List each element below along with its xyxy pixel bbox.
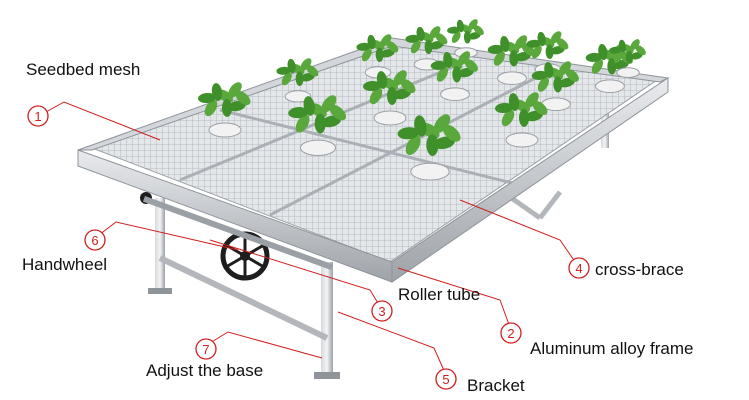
seedbed-table [77, 37, 670, 283]
leader-line-5 [337, 311, 447, 376]
plants [198, 19, 646, 181]
leader-line-7 [204, 331, 323, 359]
callout-6: 6 [84, 229, 106, 251]
bracket-lower-rail [158, 255, 329, 341]
aluminum-frame-back [77, 37, 670, 151]
callout-7: 7 [195, 338, 217, 360]
label-handwheel: Handwheel [22, 255, 108, 274]
handwheel-spoke [225, 243, 265, 269]
base-plate-left [148, 288, 172, 294]
callout-number-1: 1 [34, 109, 41, 124]
label-aluminum-frame: Aluminum alloy frame [530, 339, 694, 358]
label-cross-brace: cross-brace [595, 260, 684, 279]
potted-plant [405, 26, 448, 71]
leader-line-2 [397, 267, 512, 331]
leader-line-1 [45, 101, 161, 141]
cross-brace-c [219, 108, 521, 187]
base-plate-mid [314, 372, 340, 379]
callout-4: 4 [568, 257, 590, 279]
potted-plant [397, 114, 461, 181]
potted-plant [276, 58, 319, 103]
label-roller-tube: Roller tube [398, 285, 481, 304]
label-seedbed-mesh: Seedbed mesh [26, 60, 141, 79]
callout-5: 5 [435, 368, 457, 390]
potted-plant [430, 51, 478, 101]
bracket-diagonal-right-2 [538, 190, 562, 220]
callout-number-7: 7 [202, 342, 209, 357]
callout-number-5: 5 [442, 372, 449, 387]
leader-line-4 [459, 199, 579, 267]
callout-number-6: 6 [91, 233, 98, 248]
potted-plant [487, 35, 535, 85]
leader-lines [45, 101, 579, 376]
callout-1: 1 [27, 105, 49, 127]
label-adjust-base: Adjust the base [146, 361, 264, 380]
callout-number-4: 4 [575, 261, 582, 276]
callout-number-3: 3 [378, 304, 385, 319]
potted-plant [363, 70, 416, 126]
callout-2: 2 [500, 322, 522, 344]
potted-plant [198, 82, 251, 138]
callout-3: 3 [371, 300, 393, 322]
potted-plant [288, 95, 347, 157]
potted-plant [495, 92, 548, 148]
potted-plant [447, 19, 484, 58]
label-bracket: Bracket [467, 376, 525, 395]
leg-back-left [155, 198, 165, 290]
potted-plant [531, 61, 579, 111]
roller-tube [142, 196, 333, 271]
aluminum-frame-front-right [391, 77, 669, 283]
potted-plant [356, 34, 399, 79]
leg-front-mid [321, 262, 333, 374]
potted-plant [609, 39, 646, 78]
callout-number-2: 2 [507, 326, 514, 341]
